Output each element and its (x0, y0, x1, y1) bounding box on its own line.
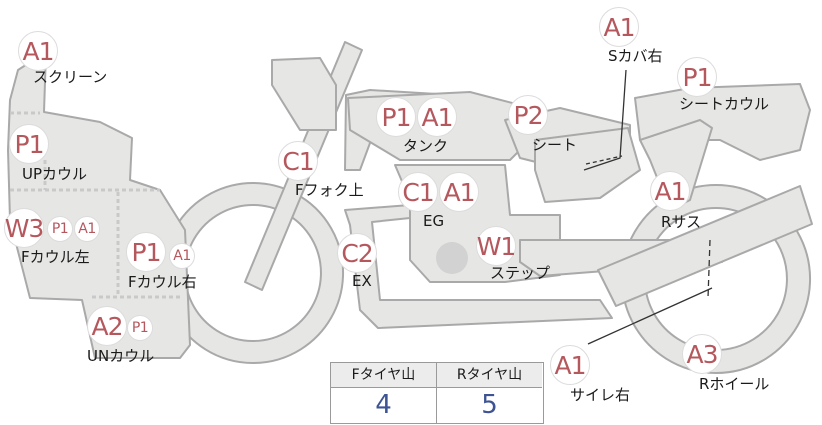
part-label-r-wheel: Rホイール (699, 375, 770, 393)
rank-badge: A1 (169, 243, 195, 269)
tire-tread-table: Fタイヤ山 Rタイヤ山 4 5 (330, 362, 544, 424)
rank-badge: P1 (47, 216, 73, 242)
table-divider (436, 363, 437, 423)
rank-badge: P1 (126, 232, 166, 272)
rank-badge: P1 (127, 315, 153, 341)
part-label-screen: スクリーン (33, 68, 108, 86)
rank-badge: A1 (599, 7, 639, 47)
part-label-f-cowl-left: Fカウル左 (21, 248, 90, 266)
part-label-silencer-right: サイレ右 (570, 386, 631, 404)
part-label-un-cowl: UNカウル (87, 347, 155, 365)
rear-tire-value: 5 (481, 390, 498, 420)
rank-badge: A2 (87, 306, 127, 346)
part-label-up-cowl: UPカウル (22, 165, 88, 183)
part-label-r-suspension: Rサス (661, 213, 702, 231)
part-label-engine: EG (423, 212, 445, 230)
part-label-s-cover-right: Sカバ右 (608, 47, 663, 65)
rank-badge: A1 (550, 345, 590, 385)
part-label-exhaust: EX (352, 272, 372, 290)
rank-badge: A1 (439, 172, 479, 212)
exhaust-pipe (344, 204, 613, 329)
leader-s-cover (583, 69, 627, 171)
rank-badge: C1 (398, 172, 438, 212)
rank-badge: A1 (18, 31, 58, 71)
rear-tire-header: Rタイヤ山 (437, 363, 542, 388)
front-cowl (7, 51, 191, 359)
front-tire-value: 4 (375, 390, 392, 420)
rank-badge: P2 (508, 95, 548, 135)
part-label-seat: シート (532, 136, 578, 154)
part-label-seat-cowl: シートカウル (679, 95, 770, 113)
rank-badge: A1 (650, 171, 690, 211)
handlebar (271, 57, 337, 131)
side-cover (534, 127, 641, 203)
rank-badge: P1 (376, 97, 416, 137)
rank-badge: A1 (417, 97, 457, 137)
part-label-step: ステップ (490, 264, 551, 282)
silencer (597, 185, 813, 307)
front-tire-header: Fタイヤ山 (331, 363, 436, 388)
rank-badge: W1 (476, 226, 516, 266)
rank-badge: A1 (74, 216, 100, 242)
rank-badge: P1 (9, 124, 49, 164)
rank-badge: A3 (682, 334, 722, 374)
leader-seat (585, 155, 623, 165)
rank-badge: P1 (677, 57, 717, 97)
rank-badge: C1 (278, 141, 318, 181)
part-label-f-fork-upper: Fフォク上 (295, 181, 364, 199)
engine-cylinder (436, 242, 468, 274)
rank-badge: W3 (4, 208, 44, 248)
rank-badge: C2 (337, 233, 377, 273)
part-label-f-cowl-right: Fカウル右 (128, 273, 197, 291)
part-label-tank: タンク (403, 137, 449, 155)
leader-silencer (587, 287, 713, 345)
rear-frame (639, 119, 713, 211)
